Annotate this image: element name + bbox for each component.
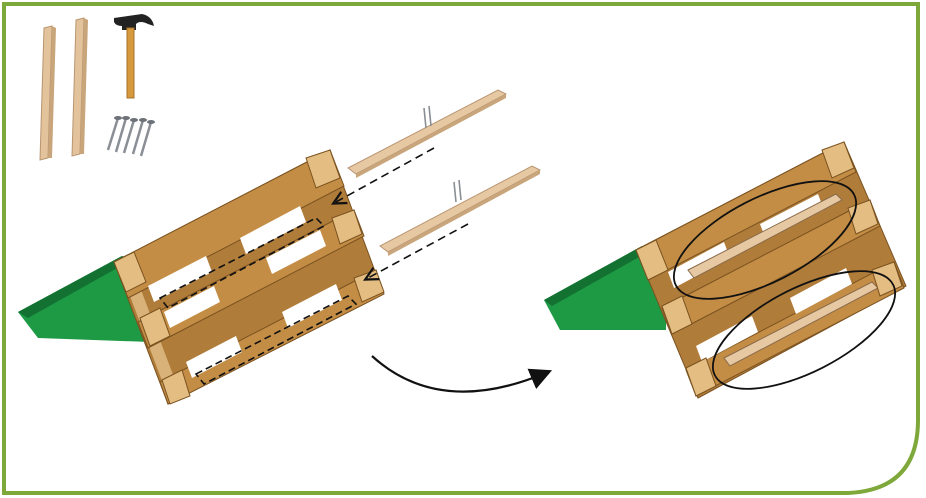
nail-icon xyxy=(131,118,147,155)
nail-icon xyxy=(453,179,462,203)
plank-icon xyxy=(71,17,88,157)
pallet-block xyxy=(161,369,191,405)
green-support-left-top xyxy=(18,256,128,318)
pallet-slot xyxy=(240,206,306,254)
plank-icon xyxy=(379,165,542,253)
plank-icon xyxy=(39,25,56,161)
hammer-icon xyxy=(114,14,154,99)
incoming-plank-top xyxy=(336,89,508,202)
pallet-slot xyxy=(164,286,220,328)
dashed-arrow-icon xyxy=(368,223,469,278)
plank-icon xyxy=(347,89,508,175)
pallet-block xyxy=(821,141,855,179)
dashed-arrow-icon xyxy=(336,147,435,202)
incoming-plank-bottom xyxy=(368,165,542,278)
pallet-slot xyxy=(186,336,242,378)
green-support-left xyxy=(544,246,666,330)
nail-icon xyxy=(122,118,138,154)
pallet-slot xyxy=(696,316,758,362)
highlight-ellipse-icon xyxy=(711,270,897,390)
pallet-before xyxy=(18,149,385,405)
pallet-block xyxy=(661,295,693,335)
pallet-block xyxy=(331,209,363,245)
pallet-block xyxy=(635,239,669,281)
pallet-block xyxy=(685,357,717,397)
pallet-slot xyxy=(790,268,852,314)
plank-placement-outline xyxy=(158,217,326,310)
green-support-left xyxy=(18,256,150,342)
nail-icon xyxy=(423,105,432,129)
curved-arrow-icon xyxy=(371,355,553,393)
pallet-after xyxy=(544,141,907,399)
tools-group xyxy=(39,14,155,161)
plank-placement-outline xyxy=(194,295,358,386)
nail-icon xyxy=(106,116,122,151)
highlight-ellipse-icon xyxy=(672,180,858,300)
nail-icon xyxy=(114,116,130,153)
green-support-left-top xyxy=(544,246,648,306)
pallet-block xyxy=(113,251,147,293)
pallet-block xyxy=(139,307,171,347)
pallet-slot xyxy=(148,256,212,302)
plank-icon xyxy=(687,193,843,279)
nail-icon xyxy=(139,120,155,157)
pallet-slot xyxy=(266,230,326,274)
pallet-slot xyxy=(282,284,342,328)
pallet-block xyxy=(305,149,341,189)
